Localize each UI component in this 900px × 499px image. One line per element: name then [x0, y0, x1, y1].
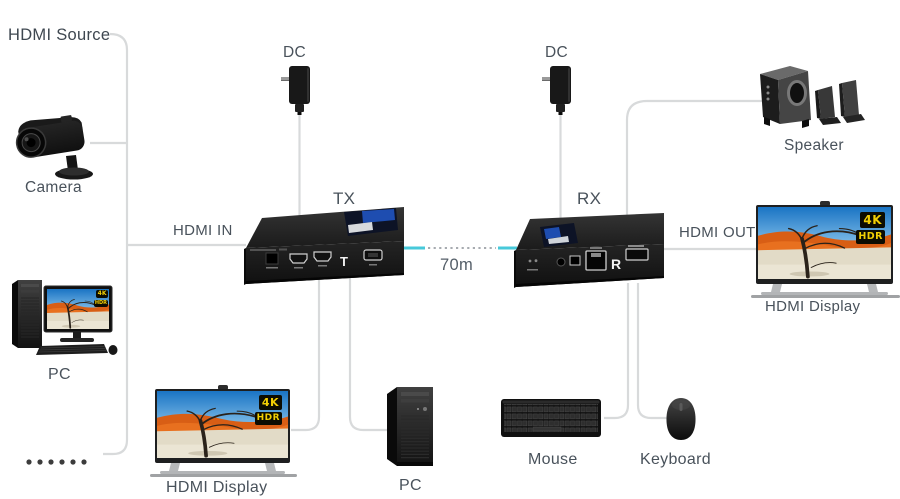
source-pc-icon: 4K HDR — [10, 270, 122, 364]
rx-to-mouse-line — [636, 283, 668, 420]
camera-label: Camera — [25, 179, 82, 196]
rx-to-keyboard-line — [604, 283, 630, 420]
dc-adapter-tx-icon — [281, 66, 310, 115]
rx-label: RX — [577, 189, 602, 208]
pc-bottom-label: PC — [399, 477, 422, 494]
distance-label: 70m — [440, 256, 473, 274]
hdmi-display-bottom-icon: 4K HDR — [150, 385, 297, 477]
rx-to-speaker-line — [625, 99, 762, 240]
badge-4k-hdr: 4K HDR — [856, 212, 885, 244]
badge-hdr: HDR — [254, 412, 282, 425]
source-bracket-line — [103, 32, 129, 456]
tv-base — [761, 292, 888, 295]
tv-leg — [867, 284, 878, 292]
hdmi-display-right-icon: 4K HDR — [751, 201, 900, 298]
tv-shadow — [150, 474, 297, 477]
tx-to-display-line — [291, 278, 321, 432]
speaker-icon — [760, 66, 865, 128]
hdmi-display-right-label: HDMI Display — [765, 298, 861, 315]
tx-label: TX — [333, 189, 356, 208]
mouse-label: Mouse — [528, 451, 578, 468]
hdmi-source-label: HDMI Source — [8, 26, 111, 44]
dc-adapter-rx-icon — [542, 66, 571, 115]
pc-tower-icon — [387, 387, 433, 466]
hdmi-in-label: HDMI IN — [173, 222, 233, 239]
rx-unit-icon: R — [514, 213, 664, 288]
tx-port-letter: T — [340, 254, 348, 269]
badge-hdr: HDR — [93, 300, 108, 307]
badge-4k-hdr-mini: 4K HDR — [93, 290, 108, 307]
badge-4k: 4K — [96, 290, 108, 298]
tx-unit-icon: T — [244, 207, 404, 285]
rx-port-letter: R — [611, 256, 621, 272]
badge-hdr: HDR — [856, 230, 885, 244]
camera-icon — [15, 115, 93, 180]
badge-4k-hdr: 4K HDR — [254, 395, 282, 425]
tv-leg — [169, 463, 180, 471]
hdmi-display-bottom-label: HDMI Display — [166, 479, 268, 496]
ellipsis-dots — [26, 459, 87, 465]
hdmi-out-label: HDMI OUT — [679, 224, 756, 241]
dc-label-tx: DC — [283, 44, 306, 61]
tv-leg — [771, 284, 782, 292]
source-pc-art — [12, 280, 118, 355]
badge-4k: 4K — [258, 395, 282, 410]
dc-label-rx: DC — [545, 44, 568, 61]
speaker-label: Speaker — [784, 137, 844, 154]
badge-4k: 4K — [860, 212, 885, 228]
tv-shadow — [751, 295, 900, 298]
tv-leg — [265, 463, 276, 471]
mouse-icon — [666, 398, 696, 440]
tv-base — [160, 471, 285, 474]
keyboard-icon — [501, 399, 601, 437]
keyboard-label: Keyboard — [640, 451, 711, 468]
tv-camera-notch — [819, 201, 830, 206]
source-pc-label: PC — [48, 366, 71, 383]
tx-to-pc-line — [348, 278, 388, 432]
tv-camera-notch — [217, 385, 228, 390]
